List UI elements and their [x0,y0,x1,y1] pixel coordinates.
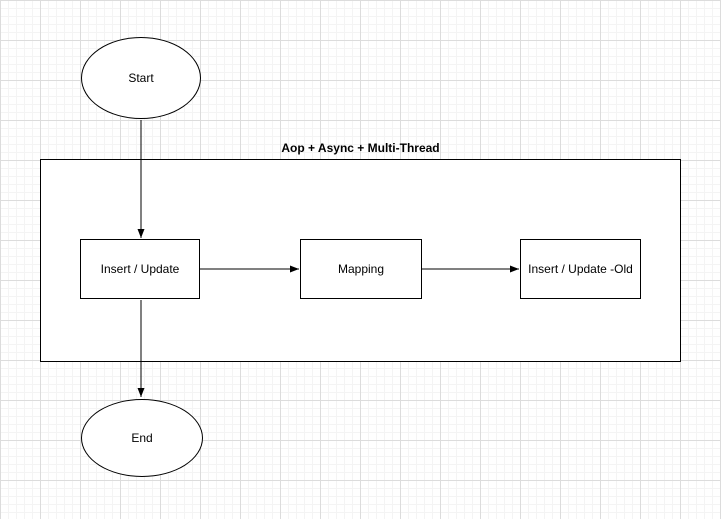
container-title: Aop + Async + Multi-Thread [281,141,440,155]
node-insert-update[interactable]: Insert / Update [80,239,200,299]
node-insert-update-label: Insert / Update [100,261,180,276]
node-end[interactable]: End [81,399,203,477]
node-end-label: End [131,430,153,445]
node-start-label: Start [128,70,154,85]
node-mapping-label: Mapping [337,261,385,276]
node-insert-update-old[interactable]: Insert / Update -Old [520,239,641,299]
node-mapping[interactable]: Mapping [300,239,422,299]
node-insert-update-old-label: Insert / Update -Old [528,261,633,276]
node-start[interactable]: Start [81,37,201,119]
